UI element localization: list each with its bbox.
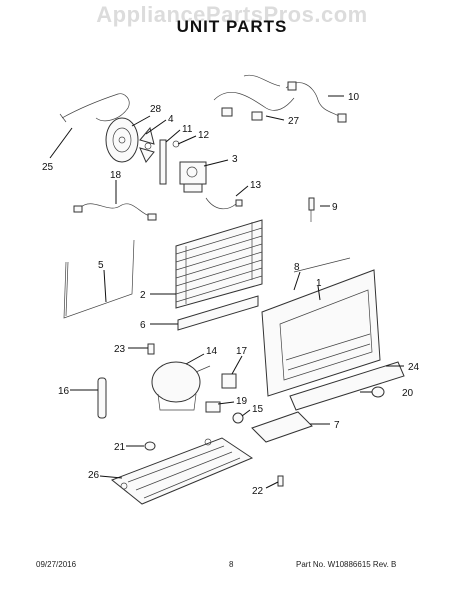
callout-9: 9 [332, 202, 338, 213]
callout-5: 5 [98, 260, 104, 271]
footer-page-number: 8 [229, 560, 234, 569]
part-28-fan-shroud [105, 117, 139, 163]
part-21-grommet [144, 441, 156, 451]
part-1-liner-frame [261, 269, 381, 397]
callout-15: 15 [252, 404, 264, 415]
callout-10: 10 [348, 92, 360, 103]
part-20-grommet [371, 386, 385, 398]
callout-1: 1 [316, 278, 322, 289]
callout-23: 23 [114, 344, 126, 355]
part-10-power-cord [285, 82, 347, 123]
part-17-relay [221, 373, 237, 389]
part-19-overload [205, 401, 221, 413]
callout-2: 2 [140, 290, 146, 301]
part-23-screw [147, 343, 155, 355]
part-16-capacitor [97, 377, 107, 419]
callout-4: 4 [168, 114, 174, 125]
callout-24: 24 [408, 362, 420, 373]
part-15-grommet [232, 412, 244, 424]
callout-3: 3 [232, 154, 238, 165]
part-5-heater [63, 239, 135, 319]
callout-11: 11 [182, 124, 193, 135]
callout-17: 17 [236, 346, 248, 357]
callout-22: 22 [252, 486, 264, 497]
part-2-condenser [175, 219, 263, 309]
part-14-compressor [151, 361, 211, 411]
part-11-bracket [159, 139, 180, 185]
watermark: AppliancePartsPros.com [96, 2, 368, 27]
part-4-fan-blade [139, 126, 155, 163]
part-27-harness [213, 74, 297, 121]
part-13-wire [205, 197, 243, 210]
part-9-sensor [308, 197, 315, 222]
part-24-drain-tray [289, 361, 405, 411]
callout-6: 6 [140, 320, 146, 331]
callout-12: 12 [198, 130, 210, 141]
callout-7: 7 [334, 420, 340, 431]
part-6-cover-strip [177, 295, 259, 331]
callout-25: 25 [42, 162, 54, 173]
callout-28: 28 [150, 104, 162, 115]
callout-18: 18 [110, 170, 122, 181]
callout-8: 8 [294, 262, 300, 273]
part-3-fan-motor [179, 161, 207, 193]
part-18-wire-harness [73, 203, 157, 221]
callout-26: 26 [88, 470, 100, 481]
callout-16: 16 [58, 386, 70, 397]
footer-date: 09/27/2016 [36, 560, 77, 569]
callout-19: 19 [236, 396, 248, 407]
callout-14: 14 [206, 346, 218, 357]
part-25-tube [59, 93, 130, 123]
callout-20: 20 [402, 388, 414, 399]
leader-lines [49, 95, 404, 489]
part-22-screw [277, 475, 284, 487]
callout-13: 13 [250, 180, 262, 191]
page-title: UNIT PARTS [176, 17, 288, 36]
footer-part-number: Part No. W10886615 Rev. B [296, 560, 397, 569]
callout-27: 27 [288, 116, 300, 127]
part-7-bracket [251, 411, 313, 443]
part-26-base-plate [111, 437, 254, 505]
callout-21: 21 [114, 442, 126, 453]
callout-labels: 1 2 3 4 5 6 7 8 9 10 11 12 13 14 15 16 1… [42, 92, 420, 497]
